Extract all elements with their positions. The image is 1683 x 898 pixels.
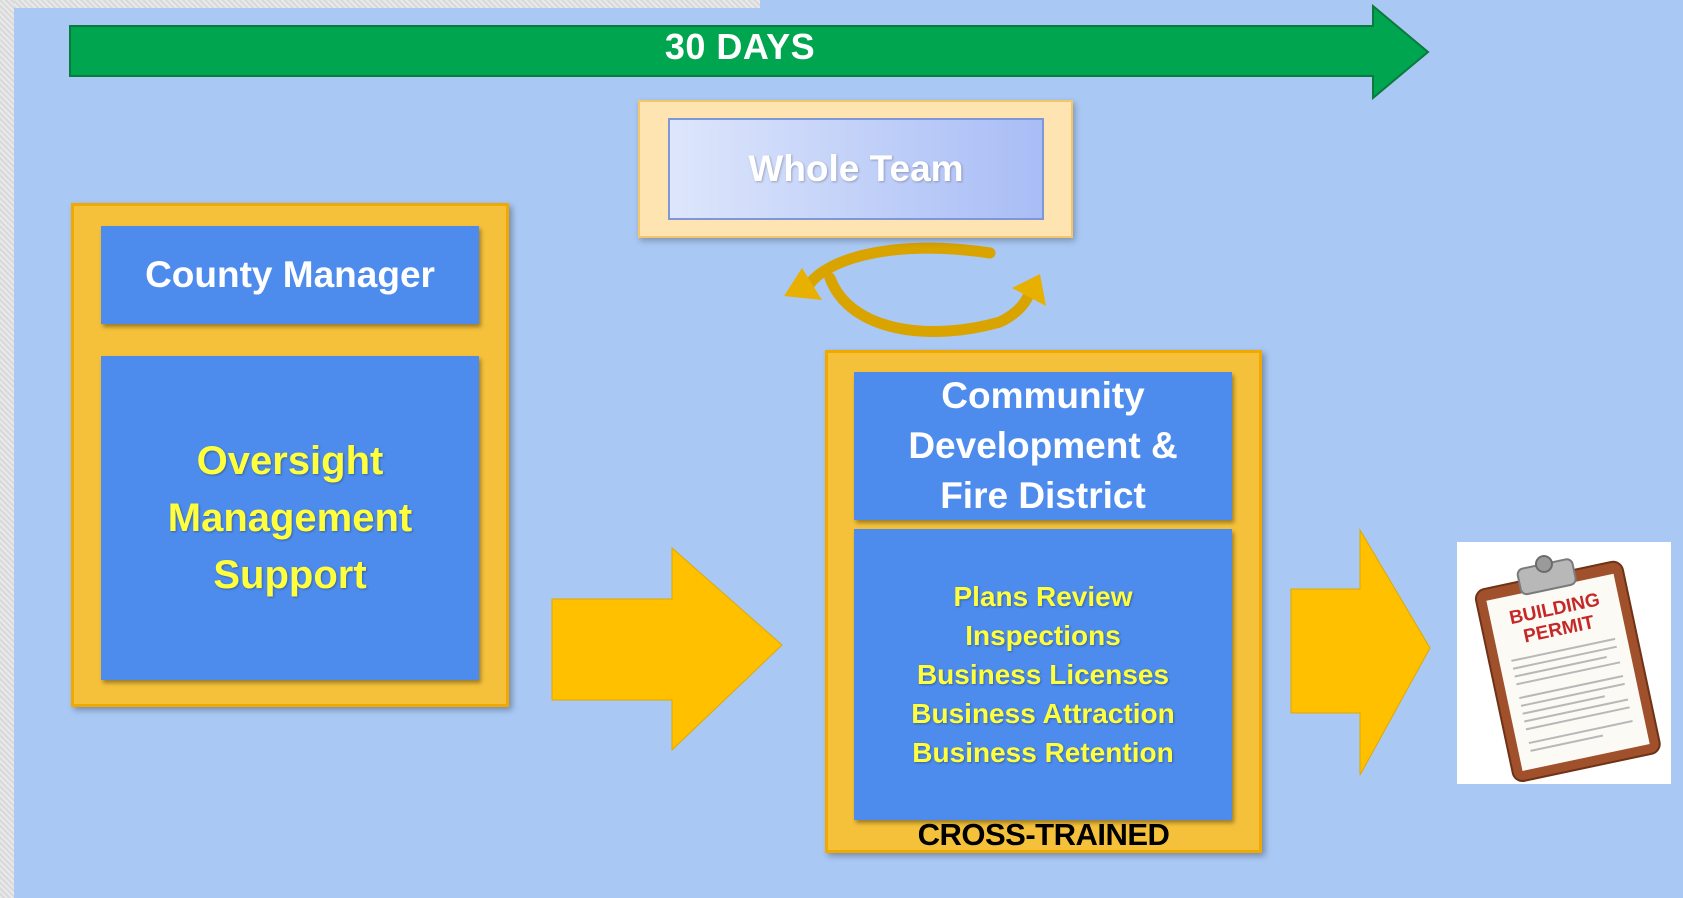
cycle-arrows — [800, 242, 1036, 337]
role-line: Management — [167, 495, 413, 540]
header-line: Development & — [908, 425, 1178, 466]
texture-edge-left — [0, 0, 14, 898]
cycle-arrowhead-right — [1012, 274, 1046, 306]
oversight-box: Oversight Management Support — [101, 356, 479, 680]
clipboard-icon: BUILDING PERMIT — [1474, 554, 1661, 782]
whole-team-box: Whole Team — [668, 118, 1044, 220]
role-line: Support — [213, 552, 367, 597]
header-line: Community — [941, 375, 1145, 416]
building-permit-image: BUILDING PERMIT — [1457, 542, 1671, 784]
community-development-box: Community Development & Fire District — [854, 372, 1232, 520]
header-line: Fire District — [940, 475, 1146, 516]
county-manager-label: County Manager — [145, 254, 435, 295]
flow-arrow-2 — [1290, 528, 1431, 776]
cycle-arrowhead-left — [784, 268, 822, 300]
services-box: Plans Review Inspections Business Licens… — [854, 529, 1232, 820]
role-line: Oversight — [196, 438, 384, 483]
service-item: Business Retention — [912, 737, 1174, 768]
flow-arrow-1 — [551, 546, 783, 752]
county-manager-box: County Manager — [101, 226, 479, 324]
service-item: Business Attraction — [911, 698, 1175, 729]
service-item: Inspections — [965, 620, 1121, 651]
texture-edge-top — [0, 0, 760, 8]
service-item: Plans Review — [953, 581, 1133, 612]
service-item: Business Licenses — [916, 659, 1170, 690]
timeline-arrow — [69, 3, 1430, 101]
timeline-label: 30 DAYS — [664, 26, 816, 67]
whole-team-label: Whole Team — [748, 148, 964, 189]
cross-trained-label: CROSS-TRAINED — [917, 817, 1170, 852]
